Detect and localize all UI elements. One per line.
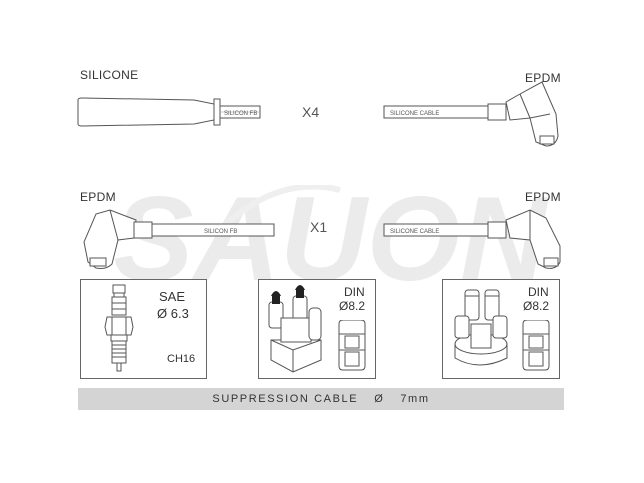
banner-value: 7mm: [400, 393, 430, 405]
banner-diameter-symbol: Ø: [374, 393, 385, 405]
panel-din-terminal-2: DIN Ø8.2: [442, 279, 560, 379]
distributor-cap-multi-icon: [454, 289, 508, 366]
silicone-straight-boot: SILICON FB: [77, 97, 261, 127]
cable-print-mid-left: SILICON FB: [204, 229, 237, 235]
spark-plug-icon: [104, 284, 134, 372]
cable-print-top-left: SILICON FB: [224, 111, 257, 117]
distributor-cap-icon: [268, 285, 322, 373]
label-epdm-top-right: EPDM: [525, 71, 561, 85]
din2-size-label: Ø8.2: [523, 299, 550, 313]
label-epdm-mid-right: EPDM: [525, 190, 561, 204]
banner-label: SUPPRESSION CABLE: [212, 393, 359, 405]
label-silicone: SILICONE: [80, 68, 139, 82]
suppression-cable-banner: SUPPRESSION CABLE Ø 7mm: [78, 388, 564, 410]
epdm-angled-boot-mid-left: SILICON FB: [83, 209, 275, 269]
epdm-angled-boot-top: SILICONE CABLE: [383, 81, 559, 147]
din-terminal-icon: [338, 320, 366, 371]
panel-sae-terminal: SAE Ø 6.3 CH16: [80, 279, 207, 379]
din1-type-label: DIN: [344, 285, 365, 299]
cable-print-top-right: SILICONE CABLE: [390, 111, 439, 117]
watermark-logo: SAUON: [113, 185, 549, 295]
din-terminal-icon-2: [522, 320, 550, 371]
sae-size-label: Ø 6.3: [157, 306, 189, 321]
panel-din-terminal-1: DIN Ø8.2: [258, 279, 376, 379]
multiplier-x4: X4: [302, 104, 320, 120]
multiplier-x1: X1: [310, 219, 328, 235]
epdm-angled-boot-mid-right: SILICONE CABLE: [383, 209, 561, 269]
sae-hex-label: CH16: [167, 353, 196, 365]
din2-type-label: DIN: [528, 285, 549, 299]
watermark-text: SAUON: [113, 185, 549, 295]
sae-type-label: SAE: [159, 289, 186, 304]
din1-size-label: Ø8.2: [339, 299, 366, 313]
watermark-swoosh: [222, 185, 341, 228]
label-epdm-mid-left: EPDM: [80, 190, 116, 204]
cable-print-mid-right: SILICONE CABLE: [390, 229, 439, 235]
